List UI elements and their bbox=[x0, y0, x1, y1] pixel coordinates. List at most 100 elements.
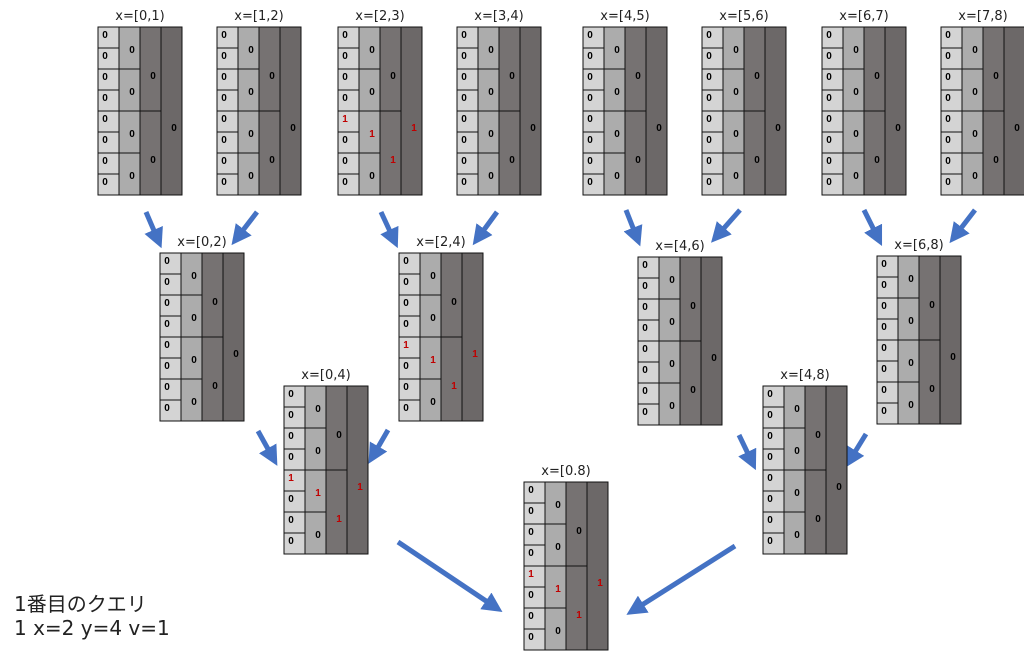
merge-arrow bbox=[623, 209, 643, 247]
cell-value: 0 bbox=[908, 274, 914, 285]
level-0-cell bbox=[523, 607, 546, 630]
level-2-cell bbox=[982, 26, 1005, 112]
merge-arrow bbox=[368, 428, 391, 464]
cell-value: 0 bbox=[315, 446, 321, 457]
cell-value: 0 bbox=[614, 45, 620, 56]
cell-value: 0 bbox=[102, 177, 108, 188]
cell-value: 0 bbox=[164, 403, 170, 414]
cell-value: 0 bbox=[288, 389, 294, 400]
cell-value: 0 bbox=[403, 319, 409, 330]
cell-value: 0 bbox=[881, 343, 887, 354]
cell-value: 0 bbox=[881, 364, 887, 375]
merge-arrow bbox=[472, 210, 500, 246]
merge-arrow bbox=[736, 433, 757, 471]
cell-value: 0 bbox=[288, 452, 294, 463]
level-0-cell bbox=[582, 68, 605, 91]
level-0-cell bbox=[940, 47, 963, 70]
cell-value: 0 bbox=[461, 30, 467, 41]
cell-value: 0 bbox=[794, 530, 800, 541]
cell-value: 0 bbox=[221, 93, 227, 104]
cell-value: 0 bbox=[555, 500, 561, 511]
level-2-cell bbox=[440, 336, 463, 422]
level-0-cell bbox=[582, 152, 605, 175]
level-2-cell bbox=[804, 469, 827, 555]
cell-value: 0 bbox=[164, 340, 170, 351]
level-0-cell bbox=[876, 402, 899, 425]
cell-value: 0 bbox=[775, 123, 781, 134]
level-0-cell bbox=[159, 378, 182, 401]
level-0-cell bbox=[821, 173, 844, 196]
cell-value: 0 bbox=[853, 45, 859, 56]
cell-value: 0 bbox=[528, 485, 534, 496]
level-0-cell bbox=[456, 131, 479, 154]
level-0-cell bbox=[940, 110, 963, 133]
level-0-cell bbox=[97, 152, 120, 175]
level-0-cell bbox=[216, 131, 239, 154]
level-3-cell bbox=[400, 26, 423, 196]
cell-value: 0 bbox=[642, 302, 648, 313]
cell-value: 0 bbox=[635, 71, 641, 82]
cell-value: 0 bbox=[587, 72, 593, 83]
cell-value: 0 bbox=[642, 407, 648, 418]
cell-value: 0 bbox=[461, 51, 467, 62]
cell-value: 0 bbox=[288, 515, 294, 526]
cell-value: 0 bbox=[635, 155, 641, 166]
level-0-cell bbox=[216, 47, 239, 70]
cell-value: 0 bbox=[290, 123, 296, 134]
cell-value: 0 bbox=[403, 256, 409, 267]
cell-value: 0 bbox=[221, 156, 227, 167]
node-label: x=[5,6) bbox=[719, 9, 768, 24]
level-2-cell bbox=[863, 110, 886, 196]
cell-value: 0 bbox=[669, 317, 675, 328]
cell-value: 0 bbox=[430, 271, 436, 282]
level-0-cell bbox=[283, 427, 306, 450]
cell-value: 0 bbox=[403, 277, 409, 288]
level-0-cell bbox=[637, 256, 660, 279]
level-0-cell bbox=[637, 340, 660, 363]
node-label: x=[4,5) bbox=[600, 9, 649, 24]
level-0-cell bbox=[940, 152, 963, 175]
level-0-cell bbox=[582, 131, 605, 154]
cell-value: 0 bbox=[221, 30, 227, 41]
arrows-layer bbox=[143, 208, 977, 615]
level-0-cell bbox=[637, 319, 660, 342]
merge-arrow bbox=[396, 539, 503, 613]
cell-value: 0 bbox=[972, 129, 978, 140]
level-0-cell bbox=[97, 131, 120, 154]
cell-value: 0 bbox=[815, 430, 821, 441]
cell-value: 0 bbox=[767, 473, 773, 484]
level-0-cell bbox=[398, 252, 421, 275]
level-0-cell bbox=[701, 47, 724, 70]
merge-arrow bbox=[949, 208, 977, 244]
cell-value: 0 bbox=[248, 87, 254, 98]
cell-value: 0 bbox=[587, 51, 593, 62]
cell-value: 0 bbox=[690, 301, 696, 312]
cell-value: 1 bbox=[390, 155, 396, 166]
level-3-cell bbox=[700, 256, 723, 426]
level-0-cell bbox=[637, 403, 660, 426]
cell-value: 0 bbox=[342, 156, 348, 167]
cell-value: 0 bbox=[945, 72, 951, 83]
node-label: x=[0.8) bbox=[541, 464, 590, 479]
merge-arrow bbox=[231, 210, 259, 246]
cell-value: 0 bbox=[706, 93, 712, 104]
level-0-cell bbox=[821, 26, 844, 49]
level-0-cell bbox=[523, 565, 546, 588]
level-0-cell bbox=[97, 68, 120, 91]
level-0-cell bbox=[216, 68, 239, 91]
level-0-cell bbox=[97, 173, 120, 196]
level-0-cell bbox=[159, 273, 182, 296]
cell-value: 0 bbox=[826, 30, 832, 41]
level-0-cell bbox=[523, 502, 546, 525]
cell-value: 0 bbox=[403, 361, 409, 372]
cell-value: 1 bbox=[451, 381, 457, 392]
node-label: x=[4,8) bbox=[780, 368, 829, 383]
level-3-cell bbox=[279, 26, 302, 196]
level-0-cell bbox=[398, 273, 421, 296]
cell-value: 0 bbox=[853, 87, 859, 98]
level-0-cell bbox=[337, 68, 360, 91]
level-0-cell bbox=[637, 361, 660, 384]
level-2-cell bbox=[258, 26, 281, 112]
